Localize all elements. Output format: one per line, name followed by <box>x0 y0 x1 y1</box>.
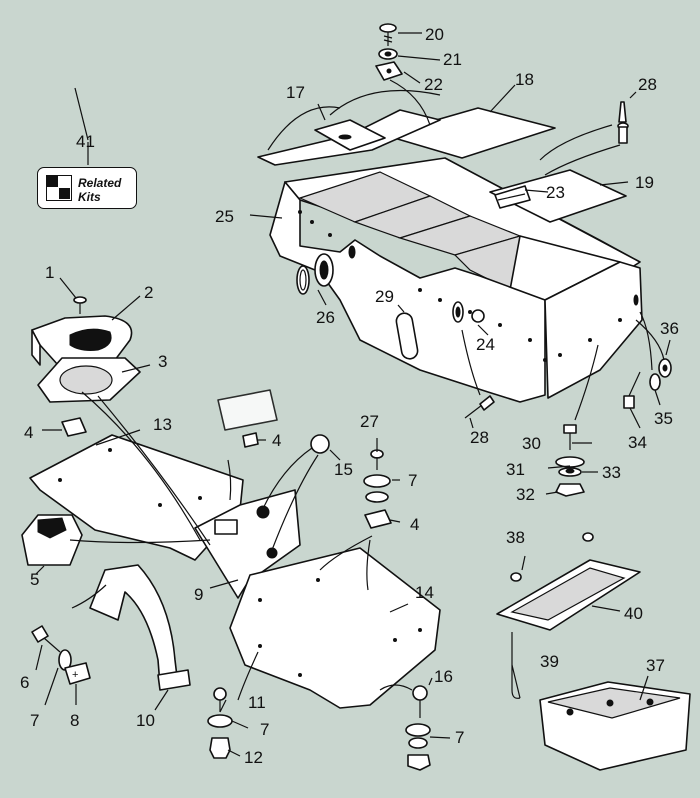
callout-18: 18 <box>515 70 534 89</box>
callout-2: 2 <box>144 283 153 302</box>
callout-23: 23 <box>546 183 565 202</box>
callout-35: 35 <box>654 409 673 428</box>
callout-34: 34 <box>628 433 647 452</box>
callout-13: 13 <box>153 415 172 434</box>
callout-39: 39 <box>540 652 559 671</box>
callout-1: 1 <box>45 263 54 282</box>
callout-33: 33 <box>602 463 621 482</box>
base-plate-3 <box>37 357 141 403</box>
callout-7a: 7 <box>408 471 417 490</box>
boot-5 <box>21 514 83 566</box>
callout-37: 37 <box>646 656 665 675</box>
callout-30: 30 <box>522 434 541 453</box>
lid-panel-19 <box>489 169 627 223</box>
callout-7c: 7 <box>455 728 464 747</box>
callout-32: 32 <box>516 485 535 504</box>
bolt-6 <box>31 625 61 653</box>
callout-25: 25 <box>215 207 234 226</box>
callout-4b: 4 <box>272 431 281 450</box>
callout-8: 8 <box>70 711 79 730</box>
related-kits-link[interactable]: Related Kits <box>37 167 137 209</box>
callout-7d: 7 <box>30 711 39 730</box>
svg-text:+: + <box>72 669 78 681</box>
screw-20 <box>379 23 397 46</box>
callout-7b: 7 <box>260 720 269 739</box>
callout-36: 36 <box>660 319 679 338</box>
callout-3: 3 <box>158 352 167 371</box>
rivet-28-top <box>617 101 629 144</box>
callout-9: 9 <box>194 585 203 604</box>
callout-22: 22 <box>424 75 443 94</box>
callout-14: 14 <box>415 583 434 602</box>
floor-panel-14 <box>229 547 441 709</box>
callout-10: 10 <box>136 711 155 730</box>
callout-4c: 4 <box>410 515 419 534</box>
callout-11: 11 <box>248 693 266 712</box>
callout-31: 31 <box>506 460 525 479</box>
callout-5: 5 <box>30 570 39 589</box>
callout-28-bottom: 28 <box>470 428 489 447</box>
checkered-flag-icon <box>46 175 72 201</box>
callout-27: 27 <box>360 412 379 431</box>
tray-37 <box>539 681 691 771</box>
callout-12: 12 <box>244 748 263 767</box>
callout-15: 15 <box>334 460 353 479</box>
leader-lines <box>35 32 671 757</box>
related-kits-label: Related Kits <box>78 176 136 204</box>
callout-6: 6 <box>20 673 29 692</box>
callout-26: 26 <box>316 308 335 327</box>
frame-40 <box>496 559 641 631</box>
callout-41: 41 <box>76 132 95 151</box>
bracket-10 <box>89 564 191 691</box>
callout-29: 29 <box>375 287 394 306</box>
callout-17: 17 <box>286 83 305 102</box>
callout-19: 19 <box>635 173 654 192</box>
callout-21: 21 <box>443 50 462 69</box>
related-kits-label-line1: Related <box>78 176 122 190</box>
callout-numbers: 20 21 22 18 17 28 41 23 19 25 1 2 29 26 … <box>20 25 679 767</box>
rivet-28-bottom <box>464 395 495 419</box>
rivet-row <box>298 210 622 362</box>
callout-38: 38 <box>506 528 525 547</box>
callout-24: 24 <box>476 335 495 354</box>
callout-20: 20 <box>425 25 444 44</box>
callout-40: 40 <box>624 604 643 623</box>
callout-16: 16 <box>434 667 453 686</box>
callout-4a: 4 <box>24 423 33 442</box>
callout-28-top: 28 <box>638 75 657 94</box>
lid-panel-18 <box>383 107 556 159</box>
related-kits-label-line2: Kits <box>78 190 101 204</box>
